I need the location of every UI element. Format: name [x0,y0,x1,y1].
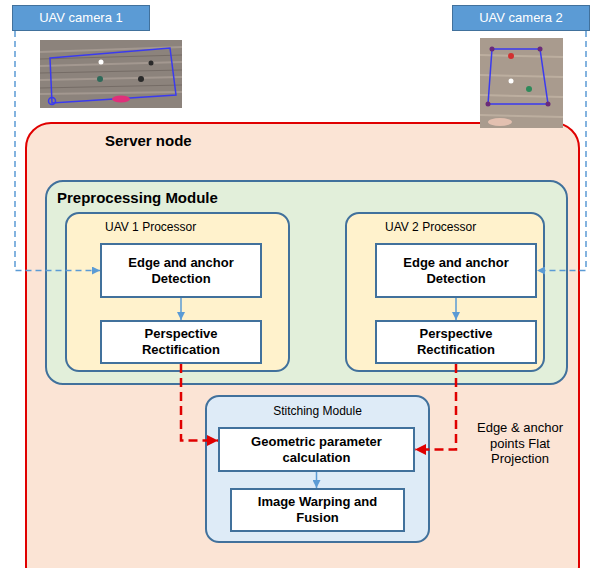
process-box: Perspective Rectification [375,320,537,364]
box-label: Perspective Rectification [102,326,260,357]
process-box: Image Warping and Fusion [230,488,405,532]
box-label: Edge and anchor Detection [102,255,260,286]
box-label: Image Warping and Fusion [232,494,403,525]
panel-title: UAV 1 Processor [105,220,196,234]
box-label: Geometric parameter calculation [220,434,413,465]
module-panel: Preprocessing ModuleUAV 1 ProcessorEdge … [45,180,568,385]
camera-photo [480,38,563,128]
camera-photo [40,40,182,108]
connector [455,298,457,320]
processor-panel: UAV 1 ProcessorEdge and anchor Detection… [65,212,290,372]
process-box: Edge and anchor Detection [375,243,537,298]
box-label: UAV camera 1 [35,10,127,26]
panel-title: Preprocessing Module [57,189,218,207]
processor-panel: UAV 2 ProcessorEdge and anchor Detection… [345,212,545,372]
panel-title: Stitching Module [273,404,362,418]
box-label: Perspective Rectification [377,326,535,357]
connector [415,364,456,450]
panel-title: UAV 2 Processor [385,220,476,234]
server-node: Server nodePreprocessing ModuleUAV 1 Pro… [25,122,580,568]
process-box: Geometric parameter calculation [218,427,415,472]
connector [15,31,100,271]
panel-title: Server node [105,132,192,150]
box-label: UAV camera 2 [475,10,567,26]
camera-label: UAV camera 2 [452,5,590,31]
process-box: Perspective Rectification [100,320,262,364]
process-box: Edge and anchor Detection [100,243,262,298]
connector [181,364,218,441]
box-label: Edge and anchor Detection [377,255,535,286]
connector [180,298,182,320]
module-panel: Stitching ModuleGeometric parameter calc… [205,395,430,543]
connector [316,472,318,488]
camera-label: UAV camera 1 [12,5,150,31]
connector [537,31,586,271]
edge-label: Edge & anchor points Flat Projection [466,420,574,467]
